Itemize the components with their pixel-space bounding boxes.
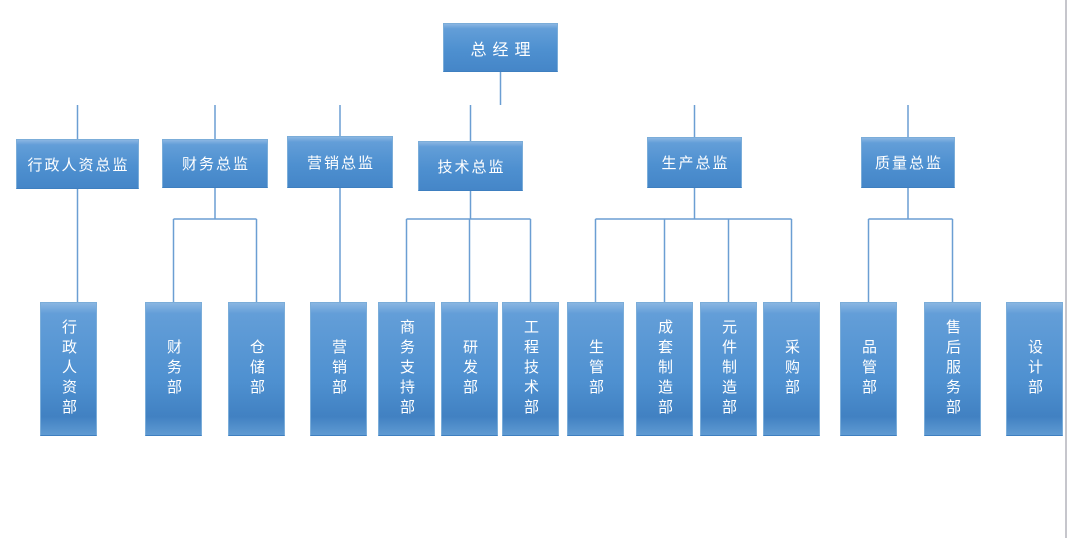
org-node-department-6-0: 设计部 xyxy=(1006,302,1063,436)
org-node-department-5-0-label: 品管部 xyxy=(860,339,877,399)
org-node-department-3-1: 研发部 xyxy=(441,302,498,436)
org-node-department-2-0: 营销部 xyxy=(310,302,367,436)
org-node-department-4-3-label: 采购部 xyxy=(783,339,800,399)
org-node-department-5-1-label: 售后服务部 xyxy=(944,319,961,419)
org-node-department-6-0-label: 设计部 xyxy=(1026,339,1043,399)
org-node-general-manager-label: 总经理 xyxy=(470,41,537,59)
org-node-department-3-0: 商务支持部 xyxy=(378,302,435,436)
org-node-department-4-0: 生管部 xyxy=(567,302,624,436)
org-node-department-4-2: 元件制造部 xyxy=(700,302,757,436)
org-node-director-1-label: 财务总监 xyxy=(181,156,250,173)
org-node-department-4-1-label: 成套制造部 xyxy=(656,319,673,419)
org-node-director-3-label: 技术总监 xyxy=(437,158,506,176)
org-node-department-4-3: 采购部 xyxy=(763,302,820,436)
org-node-department-2-0-label: 营销部 xyxy=(330,339,347,399)
org-node-department-5-0: 品管部 xyxy=(840,302,897,436)
org-node-department-3-1-label: 研发部 xyxy=(461,339,478,399)
org-node-department-5-1: 售后服务部 xyxy=(924,302,981,436)
org-node-department-0-0: 行政人资部 xyxy=(40,302,97,436)
org-node-department-1-0-label: 财务部 xyxy=(165,339,182,399)
org-node-department-4-0-label: 生管部 xyxy=(587,339,604,399)
org-node-director-1: 财务总监 xyxy=(162,139,268,188)
org-node-director-0-label: 行政人资总监 xyxy=(27,156,130,174)
org-node-director-3: 技术总监 xyxy=(418,141,523,191)
org-node-director-2: 营销总监 xyxy=(287,136,393,188)
org-node-director-2-label: 营销总监 xyxy=(306,154,375,172)
org-node-department-3-0-label: 商务支持部 xyxy=(398,319,415,419)
org-node-department-1-1-label: 仓储部 xyxy=(248,339,265,399)
org-node-director-5-label: 质量总监 xyxy=(874,155,943,172)
org-node-department-3-2: 工程技术部 xyxy=(502,302,559,436)
org-node-general-manager: 总经理 xyxy=(443,23,558,72)
org-node-department-1-1: 仓储部 xyxy=(228,302,285,436)
org-node-director-4-label: 生产总监 xyxy=(661,155,730,172)
page-edge-border xyxy=(1065,0,1067,538)
org-node-department-4-2-label: 元件制造部 xyxy=(720,319,737,419)
org-node-department-0-0-label: 行政人资部 xyxy=(60,319,77,419)
org-node-department-1-0: 财务部 xyxy=(145,302,202,436)
org-node-department-4-1: 成套制造部 xyxy=(636,302,693,436)
org-node-director-4: 生产总监 xyxy=(647,137,742,188)
org-node-director-0: 行政人资总监 xyxy=(16,139,139,189)
org-node-department-3-2-label: 工程技术部 xyxy=(522,319,539,419)
org-node-director-5: 质量总监 xyxy=(861,137,955,188)
